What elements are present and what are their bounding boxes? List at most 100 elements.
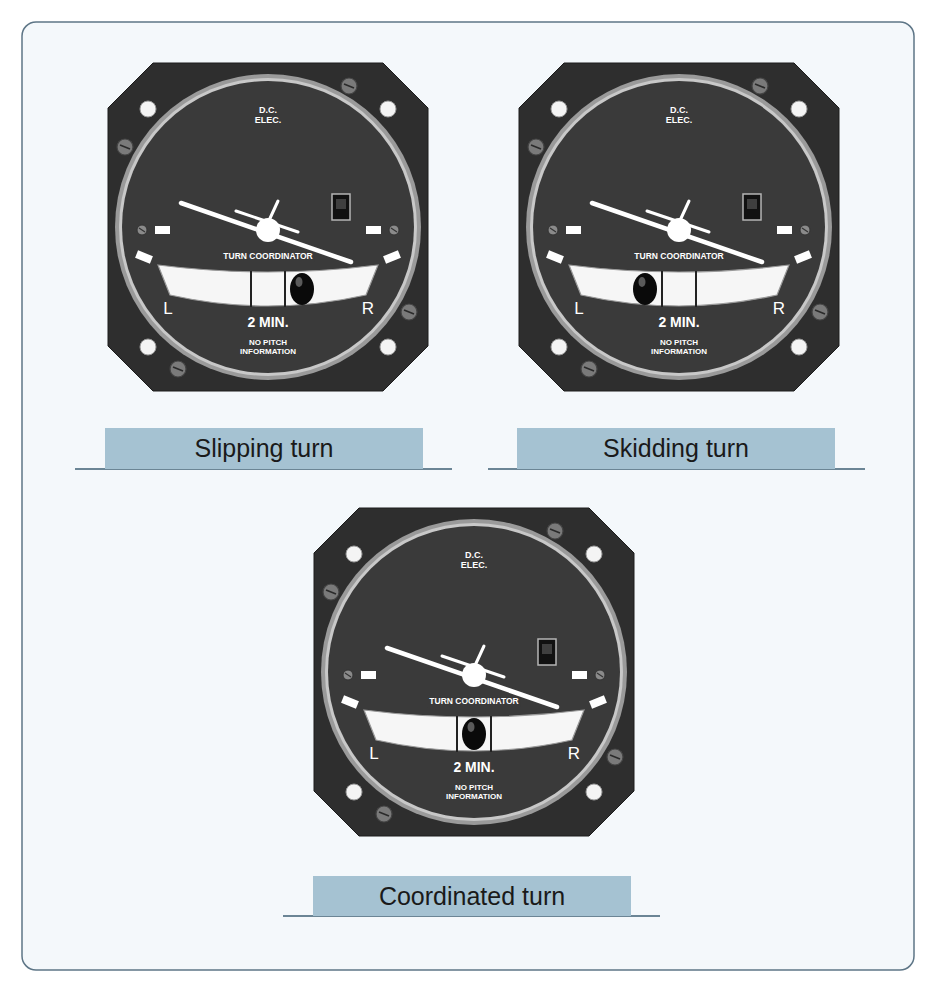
bezel — [314, 508, 634, 836]
screw-slot — [326, 590, 336, 594]
screw-slot — [755, 84, 765, 88]
screw-slot — [344, 84, 354, 88]
screw-slot — [345, 673, 351, 677]
rate-mark — [589, 695, 607, 708]
warning-flag — [743, 194, 761, 220]
reference-wire — [661, 271, 663, 307]
turn-coordinator: D.C. ELEC.TURN COORDINATORLR2 MIN.NO PIT… — [304, 502, 644, 842]
dial-face — [122, 81, 414, 373]
dial-label: TURN COORDINATOR — [221, 252, 314, 262]
inclinometer-ball — [462, 718, 486, 750]
screw — [812, 304, 828, 320]
instrument-group — [108, 63, 428, 391]
reference-wire — [456, 716, 458, 752]
screw — [323, 584, 339, 600]
screw — [341, 78, 357, 94]
screw-slot — [139, 228, 145, 232]
airplane-hub — [667, 218, 691, 242]
mounting-hole — [586, 784, 602, 800]
caption-band: Skidding turn — [517, 428, 835, 469]
warning-flag — [332, 194, 350, 220]
inclinometer-ball — [633, 273, 657, 305]
screw-slot — [404, 310, 414, 314]
caption-band: Coordinated turn — [313, 876, 631, 916]
reference-wire — [250, 271, 252, 307]
mounting-hole — [140, 101, 156, 117]
dial-label: TURN COORDINATOR — [632, 252, 725, 262]
level-mark — [366, 226, 381, 234]
warning-flag-inner — [747, 199, 757, 209]
inclinometer-tube — [364, 710, 584, 751]
screw-slot — [531, 145, 541, 149]
caption-band: Slipping turn — [105, 428, 423, 469]
mounting-hole — [380, 339, 396, 355]
dial-label: R — [362, 299, 374, 319]
face-screw — [137, 225, 147, 235]
inclinometer-ball — [290, 273, 314, 305]
dial-label: NO PITCH INFORMATION — [438, 783, 510, 801]
rate-mark — [383, 250, 401, 263]
caption-text: Slipping turn — [195, 434, 334, 463]
screw-slot — [391, 228, 397, 232]
screw — [401, 304, 417, 320]
mounting-hole — [346, 784, 362, 800]
bezel — [519, 63, 839, 391]
reference-wire — [490, 716, 492, 752]
airplane-hub — [256, 218, 280, 242]
caption-text: Coordinated turn — [379, 882, 565, 911]
bezel-ring-inner — [530, 78, 828, 376]
screw — [117, 139, 133, 155]
screw — [607, 749, 623, 765]
dial-label: D.C. ELEC. — [457, 550, 491, 571]
level-mark — [566, 226, 581, 234]
screw-slot — [584, 367, 594, 371]
instrument-group — [519, 63, 839, 391]
ball-highlight — [639, 277, 646, 287]
screw-slot — [802, 228, 808, 232]
caption-text: Skidding turn — [603, 434, 749, 463]
dial-label: L — [574, 299, 583, 319]
dial-label: 2 MIN. — [247, 314, 288, 330]
screw-slot — [610, 755, 620, 759]
panel-frame — [22, 22, 914, 970]
dial-label: 2 MIN. — [453, 759, 494, 775]
screw — [376, 806, 392, 822]
screw-slot — [379, 812, 389, 816]
dial-label: 2 MIN. — [658, 314, 699, 330]
rate-mark — [546, 250, 564, 263]
screw-slot — [550, 529, 560, 533]
bezel-ring-inner — [325, 523, 623, 821]
face-screw — [595, 670, 605, 680]
warning-flag-inner — [336, 199, 346, 209]
screw — [528, 139, 544, 155]
level-mark — [155, 226, 170, 234]
bezel-ring — [321, 519, 627, 825]
ball-highlight — [468, 722, 475, 732]
screw — [170, 361, 186, 377]
dial-label: NO PITCH INFORMATION — [643, 338, 715, 356]
screw — [547, 523, 563, 539]
rate-mark — [794, 250, 812, 263]
face-screw — [548, 225, 558, 235]
airplane-hub — [462, 663, 486, 687]
rate-mark — [135, 250, 153, 263]
screw-slot — [815, 310, 825, 314]
mounting-hole — [586, 546, 602, 562]
warning-flag-inner — [542, 644, 552, 654]
bezel-ring-inner — [119, 78, 417, 376]
rate-mark — [341, 695, 359, 708]
inclinometer-tube — [158, 265, 378, 306]
dial-label: R — [773, 299, 785, 319]
airplane-wings — [592, 203, 762, 262]
mounting-hole — [551, 339, 567, 355]
mounting-hole — [346, 546, 362, 562]
dial-label: R — [568, 744, 580, 764]
airplane-wings — [387, 648, 557, 707]
dial-label: D.C. ELEC. — [662, 105, 696, 126]
dial-label: NO PITCH INFORMATION — [232, 338, 304, 356]
bezel-ring — [526, 74, 832, 380]
mounting-hole — [791, 101, 807, 117]
bezel — [108, 63, 428, 391]
face-screw — [389, 225, 399, 235]
screw-slot — [173, 367, 183, 371]
